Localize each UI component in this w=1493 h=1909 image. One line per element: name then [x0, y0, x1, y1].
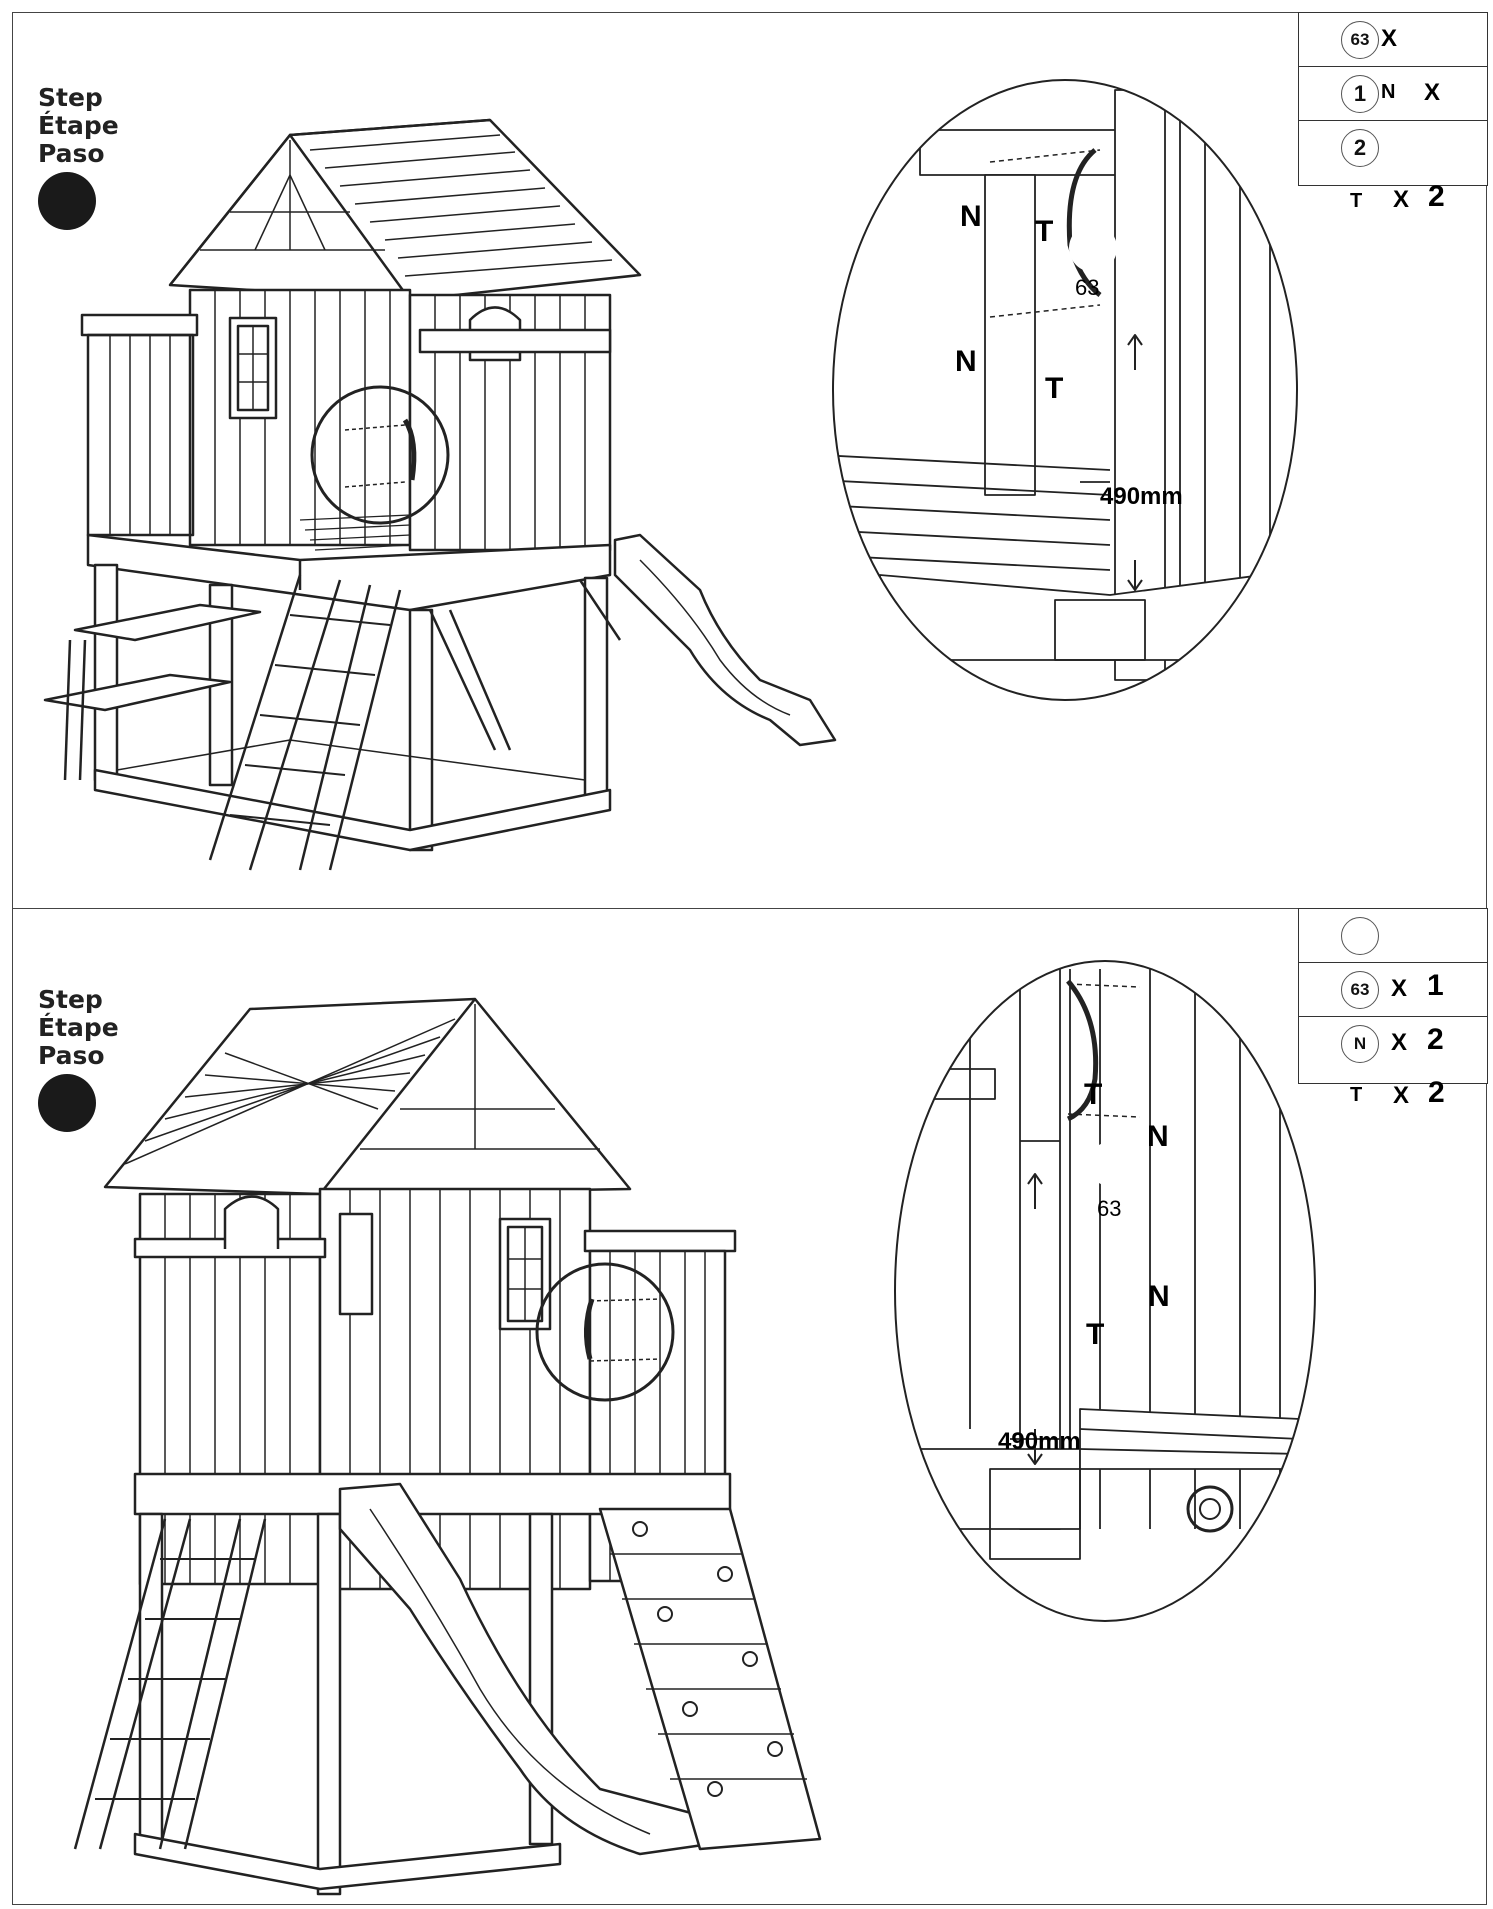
step-1-label-fr: Étape — [38, 111, 119, 140]
step-1-part-letter-n: N — [1381, 81, 1396, 103]
step-1-tag-t-upper: T — [1035, 215, 1054, 248]
step-1-tag-n-upper: N — [960, 200, 982, 233]
step-1-measurement: 490mm — [1100, 483, 1183, 510]
step-1-part-badge-1: 1 — [1341, 75, 1379, 113]
step-2-parts-box: 63 X 1 N X 2 — [1298, 908, 1488, 1084]
step-1-parts-row-3: 2 — [1299, 121, 1487, 175]
step-2-number-dot — [38, 1074, 96, 1132]
step-2-measurement: 490mm — [998, 1428, 1081, 1455]
step-1-tag-t-lower: T — [1045, 372, 1064, 405]
step-2-playhouse-illustration — [73, 997, 822, 1896]
step-1-label-en: Step — [38, 83, 103, 112]
step-2-parts-row-1 — [1299, 909, 1487, 963]
step-2-part-x-3: X — [1393, 1082, 1410, 1109]
step-1-part-number-label: 63 — [1075, 275, 1100, 300]
step-2-part-letter-t: T — [1350, 1084, 1363, 1106]
step-1-detail-oval — [832, 79, 1298, 701]
step-1-number-dot — [38, 172, 96, 230]
step-2-part-qty-3: 2 — [1428, 1076, 1445, 1109]
step-1-playhouse-illustration — [43, 118, 837, 871]
step-1-label-es: Paso — [38, 139, 105, 168]
step-1-parts-row-2: 1 N X — [1299, 67, 1487, 121]
step-2-tag-n-lower: N — [1148, 1280, 1170, 1313]
step-2-tag-t-lower: T — [1086, 1318, 1105, 1351]
step-2-tag-n-upper: N — [1147, 1120, 1169, 1153]
step-2-part-badge-63: 63 — [1341, 971, 1379, 1009]
step-2-label-fr: Étape — [38, 1013, 119, 1042]
step-2-tag-t-upper: T — [1084, 1078, 1103, 1111]
step-1-tag-n-lower: N — [955, 345, 977, 378]
step-1-part-x: X — [1381, 25, 1398, 52]
step-2-part-badge-empty — [1341, 917, 1379, 955]
step-1-part-qty-3: 2 — [1428, 180, 1445, 213]
step-2-part-x-2: X — [1391, 1029, 1408, 1056]
step-2-part-number-label: 63 — [1097, 1196, 1122, 1221]
step-2-part-qty-1: 1 — [1427, 969, 1444, 1002]
step-2-parts-row-2: 63 X 1 — [1299, 963, 1487, 1017]
step-2-part-x-1: X — [1391, 975, 1408, 1002]
step-2-part-badge-n: N — [1341, 1025, 1379, 1063]
step-1-parts-box: 63 X 1 N X 2 — [1298, 12, 1488, 186]
step-1-part-badge-63: 63 — [1341, 21, 1379, 59]
step-2-label-es: Paso — [38, 1041, 105, 1070]
panel-divider — [12, 908, 1487, 909]
step-1-parts-row-1: 63 X — [1299, 13, 1487, 67]
step-2-label-en: Step — [38, 985, 103, 1014]
step-2-part-qty-2: 2 — [1427, 1023, 1444, 1056]
step-2-detail-oval — [894, 960, 1316, 1622]
step-1-part-badge-2: 2 — [1341, 129, 1379, 167]
step-1-part-letter-t: T — [1350, 190, 1363, 212]
step-2-parts-row-3: N X 2 — [1299, 1017, 1487, 1071]
step-1-part-x-3: X — [1393, 186, 1410, 213]
step-1-part-x-2: X — [1424, 79, 1441, 106]
